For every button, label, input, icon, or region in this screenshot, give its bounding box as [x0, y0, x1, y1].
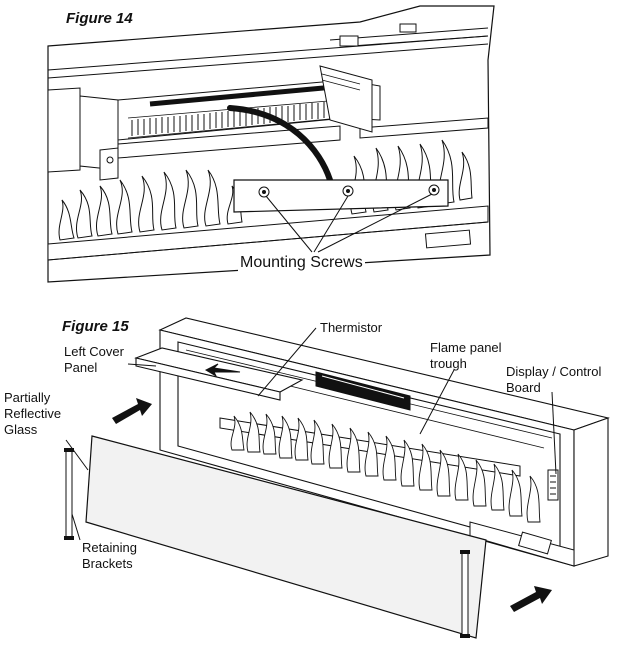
- figure-15: Figure 15: [0, 300, 618, 647]
- figure-15-title: Figure 15: [62, 318, 129, 335]
- reflective-glass: [85, 435, 487, 639]
- upper-vent: [315, 371, 411, 411]
- label-flame-panel-trough: Flame panel trough: [430, 340, 502, 371]
- label-display-control-board: Display / Control Board: [506, 364, 602, 395]
- fig14-vent-slot: [424, 229, 472, 249]
- flame-panel-bar: [233, 179, 449, 213]
- figure-14: Figure 14: [0, 0, 618, 290]
- base-slot: [518, 531, 552, 555]
- glass-arrow-left: [112, 398, 152, 424]
- retaining-bracket-left: [64, 448, 74, 540]
- glass-arrow-right: [510, 586, 552, 612]
- heater-cable: [227, 105, 333, 183]
- mounting-screws-leaders: [265, 193, 433, 253]
- figure-14-illustration: [47, 5, 495, 283]
- label-thermistor: Thermistor: [320, 320, 383, 335]
- label-partially-reflective-glass: Partially Reflective Glass: [4, 390, 62, 437]
- left-cover-arrow: [204, 363, 241, 378]
- retaining-bracket-right: [460, 550, 470, 638]
- label-left-cover-panel: Left Cover Panel: [64, 344, 124, 375]
- fig15-flames: [230, 411, 541, 523]
- figure-15-illustration: [64, 317, 610, 639]
- label-mounting-screws: Mounting Screws: [238, 254, 365, 271]
- label-retaining-brackets: Retaining Brackets: [82, 540, 137, 571]
- fig15-leaders: [65, 327, 557, 541]
- control-board: [547, 469, 559, 501]
- figure-14-title: Figure 14: [66, 10, 133, 27]
